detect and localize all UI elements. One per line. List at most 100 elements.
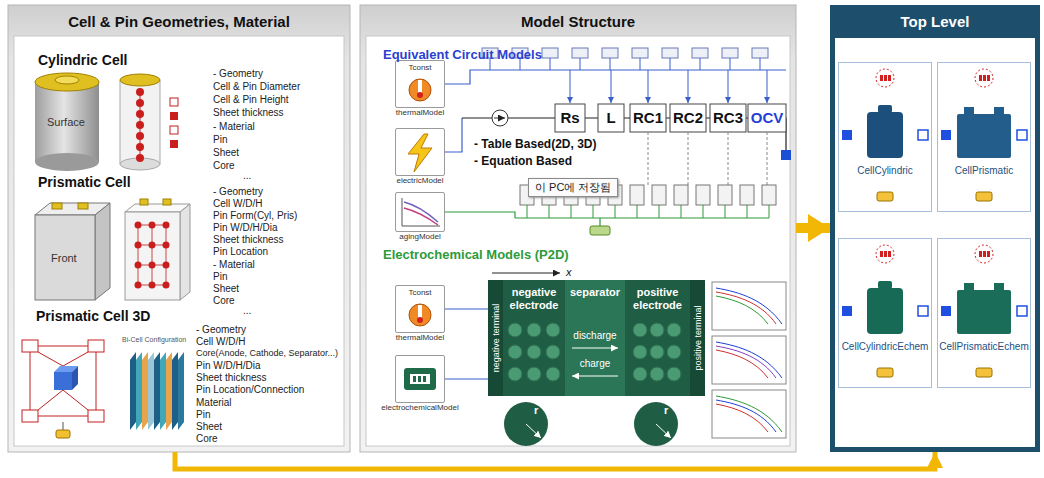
model-icon: TconstthermalModel <box>395 60 445 108</box>
prismatic-figure-part <box>163 199 171 205</box>
discharge-curve-charts-part <box>712 282 786 330</box>
prismatic-3d-figure-part <box>88 410 104 422</box>
discharge-curve-charts-part <box>716 292 776 324</box>
icon-label: agingModel <box>399 232 440 241</box>
model-icon-symbols-part <box>417 317 423 323</box>
p2d-cell-figure-part <box>633 367 647 381</box>
electrode-region: positive electrode <box>625 280 690 396</box>
cylinder-figure-part <box>170 98 178 106</box>
component-label: CellPrismaticEchem <box>938 341 1030 353</box>
circuit-wiring-part <box>752 48 768 58</box>
prismatic-figure-part <box>163 222 170 229</box>
prismatic-figure-part <box>135 222 142 229</box>
parameter-item: Sheet thickness <box>213 234 284 246</box>
cylinder-figure <box>35 73 178 171</box>
parameter-item: Cell & Pin Height <box>213 94 289 106</box>
parameter-item: - Geometry <box>213 186 263 198</box>
panel-ground-part <box>835 38 1035 447</box>
p2d-cell-figure-part <box>667 323 681 337</box>
parameter-item: Sheet thickness <box>213 107 284 119</box>
model-icon-symbols-part <box>408 134 432 172</box>
region-label: separator <box>567 286 623 299</box>
panel-heading: Cell & Pin Geometries, Material <box>8 13 350 30</box>
parameter-item: Pin Location/Connection <box>196 384 304 396</box>
panel-ground-part <box>8 5 350 452</box>
cylinder-figure-part <box>35 73 99 91</box>
p2d-cell-figure-part <box>633 345 647 359</box>
cell-component-symbols-part <box>957 290 1011 334</box>
model-heading: Electrochemical Models (P2D) <box>383 248 569 263</box>
tooltip-box: 이 PC에 저장됨 <box>528 178 618 197</box>
terminal-label: positive terminal <box>692 305 702 370</box>
circuit-wiring-part <box>728 70 729 103</box>
prismatic-3d-figure-part <box>166 352 172 430</box>
panel-ground-part <box>360 5 796 452</box>
cell-component-symbols-part <box>867 288 903 334</box>
flow-arrow <box>796 223 830 233</box>
p2d-cell-figure-part <box>650 323 664 337</box>
cell-component-symbols-part <box>878 105 892 113</box>
cell-component-symbols-part <box>976 192 992 201</box>
p2d-cell-figure-part <box>508 323 522 337</box>
parameter-item: Pin W/D/H/Dia <box>196 360 260 372</box>
p2d-cell-figure-part <box>650 345 664 359</box>
cell-component-symbols-part <box>877 368 893 377</box>
prismatic-figure-part <box>149 262 156 269</box>
circuit-wiring-part <box>748 104 786 132</box>
parameter-item: - Geometry <box>196 324 246 336</box>
prismatic-3d-figure-part <box>22 340 38 352</box>
circuit-wiring-part <box>718 185 732 205</box>
cell-component-symbols-part <box>983 75 986 81</box>
prismatic-3d-figure-part <box>178 352 184 430</box>
circuit-wiring-part <box>670 104 706 132</box>
circuit-wiring-part <box>710 104 746 132</box>
parameter-item: Core <box>213 160 235 172</box>
parameter-item: Sheet <box>213 147 239 159</box>
cell-component-symbols-part <box>876 69 894 87</box>
panel-ground-part <box>830 5 1040 452</box>
prismatic-figure-part <box>149 282 156 289</box>
p2d-cell-figure-part <box>650 367 664 381</box>
prismatic-figure-part <box>95 203 110 300</box>
cell-component-symbols-part <box>941 130 951 140</box>
prismatic-figure-part <box>138 225 166 285</box>
cell-component-symbols-part <box>941 306 951 316</box>
discharge-curve-charts-part <box>716 342 782 378</box>
p2d-cell-figure-part <box>546 345 560 359</box>
cell-component-symbols-part <box>994 283 1004 291</box>
cell-component-symbols-part <box>878 281 892 289</box>
circuit-wiring-part <box>445 70 786 84</box>
p2d-cell-figure-part <box>488 280 705 396</box>
parameter-item: Core <box>213 295 235 307</box>
panel: Top LevelCellCylindricCellPrismaticCellC… <box>830 5 1040 452</box>
circuit-wiring-part <box>515 218 769 226</box>
panel-heading: Top Level <box>830 13 1040 30</box>
icon-caption: Tconst <box>396 63 444 72</box>
p2d-cell-figure-part <box>488 280 503 396</box>
circuit-wiring-part <box>492 110 508 126</box>
circuit-wiring-part <box>781 150 791 160</box>
circuit-wiring-part <box>572 48 588 58</box>
model-icon: electricModel <box>395 128 445 176</box>
discharge-curve-charts-part <box>716 346 776 378</box>
cell-component-symbols-part <box>975 69 993 87</box>
model-icon-symbols-part <box>413 376 416 382</box>
prismatic-3d-figure-part <box>136 352 142 430</box>
cylinder-figure-part <box>55 76 79 84</box>
p2d-cell-figure-part <box>527 367 541 381</box>
p2d-cell-figure-part <box>508 367 522 381</box>
prismatic-3d-figure-part <box>130 352 136 430</box>
parameter-item: Pin <box>213 134 227 146</box>
parameter-item: - Material <box>213 121 255 133</box>
cell-component-symbols-part <box>880 75 883 81</box>
section-heading: Prismatic Cell 3D <box>36 308 150 324</box>
circuit-wiring-part <box>632 48 648 58</box>
tooltip-text: 이 PC에 저장됨 <box>529 179 617 196</box>
circuit-wiring-part <box>445 118 462 152</box>
circuit-wiring-part <box>688 70 689 103</box>
circuit-wiring-part <box>542 48 558 58</box>
cell-component-symbols-part <box>867 112 903 158</box>
prismatic-3d-figure-part <box>142 352 148 430</box>
